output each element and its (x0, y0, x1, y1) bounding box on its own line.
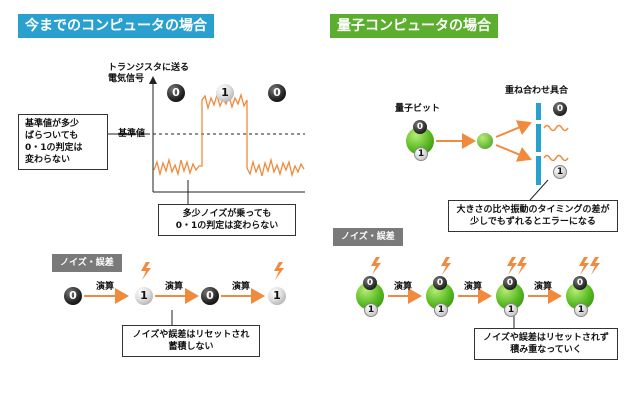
bolt-icon (517, 257, 527, 275)
bolt-icon (579, 257, 589, 275)
ratio-pointer (529, 179, 549, 201)
qubit-state-0: 0 (573, 276, 587, 290)
qubit-state-1: 1 (414, 147, 428, 161)
qubit-state-0: 0 (413, 120, 427, 134)
measure-state-1: 1 (553, 165, 567, 179)
op-label: 演算 (96, 282, 115, 292)
qubit-label: 量子ビット (395, 104, 441, 114)
noise-tag: ノイズ・誤差 (333, 228, 403, 246)
qubit-state-0: 0 (433, 276, 447, 290)
wave-top (543, 124, 569, 132)
signal-waveform (153, 92, 305, 178)
qubit-state-1: 1 (504, 303, 518, 317)
split-arrow-top (495, 120, 532, 138)
bit-zero-marker: 0 (268, 84, 286, 102)
op-label: 演算 (232, 282, 251, 292)
qubit-state-1: 1 (434, 303, 448, 317)
op-label: 演算 (165, 282, 184, 292)
qubit-state-1: 1 (574, 303, 588, 317)
signal-label: トランジスタに送る 電気信号 (108, 63, 190, 84)
bolt-icon (590, 257, 600, 275)
classic-section-title: 今までのコンピュータの場合 (18, 14, 214, 38)
qubit-state-1: 1 (364, 303, 378, 317)
superposition-label: 重ね合わせ具合 (505, 86, 569, 96)
bit-zero-marker: 0 (167, 84, 185, 102)
bit-one-marker: 1 (216, 84, 234, 102)
callout-quantum-accumulation: ノイズや誤差はリセットされず 積み重なっていく (474, 328, 618, 360)
qubit-dot (477, 133, 493, 149)
qubit-state-0: 0 (503, 276, 517, 290)
chain-bit: 0 (201, 287, 219, 305)
quantum-section-title: 量子コンピュータの場合 (330, 14, 498, 38)
bolt-icon (274, 262, 284, 280)
chain-bit: 0 (64, 287, 82, 305)
split-arrow-bottom (495, 144, 532, 162)
callout-classic-no-accumulation: ノイズや誤差はリセットされ 蓄積しない (122, 325, 260, 357)
bolt-icon (441, 257, 451, 275)
bolt-icon (507, 257, 517, 275)
bolt-icon (371, 257, 381, 275)
op-label: 演算 (534, 282, 553, 292)
op-label: 演算 (394, 282, 413, 292)
op-label: 演算 (464, 282, 483, 292)
callout-ratio-error: 大きさの比や振動のタイミングの差が 少しでもずれるとエラーになる (448, 200, 618, 232)
signal-chart-axes (149, 76, 305, 193)
callout-threshold-variance: 基準値が多少 ばらついても 0・1の判定は 変わらない (18, 114, 108, 170)
measure-state-0: 0 (553, 102, 567, 116)
chain-bit: 1 (135, 287, 153, 305)
wave-bottom (543, 154, 569, 162)
bolt-icon (141, 262, 151, 280)
noise-tag: ノイズ・誤差 (52, 254, 122, 272)
chain-bit: 1 (268, 287, 286, 305)
measure-bar (536, 103, 541, 185)
threshold-label: 基準値 (118, 129, 146, 139)
callout-noise-tolerance: 多少ノイズが乗っても 0・1の判定は変わらない (158, 204, 296, 236)
qubit-state-0: 0 (363, 276, 377, 290)
